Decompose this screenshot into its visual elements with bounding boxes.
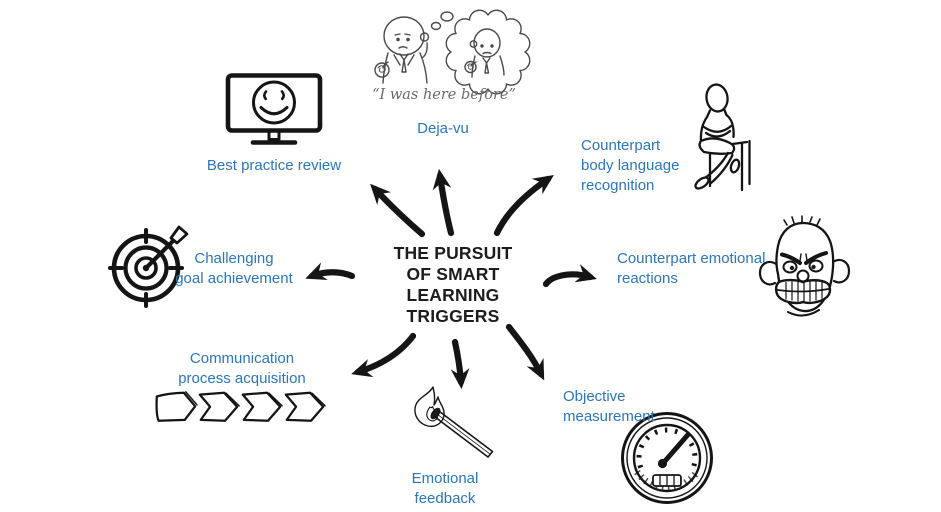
deja-vu-caption: “I was here before” bbox=[372, 87, 516, 103]
deja-vu-people-icon bbox=[374, 9, 531, 95]
arrow-to-emotional-reactions bbox=[542, 264, 597, 288]
arrow-to-deja-vu bbox=[432, 168, 455, 237]
label-objective-measurement: Objective measurement bbox=[563, 388, 655, 425]
smiley-monitor-icon bbox=[225, 73, 323, 145]
label-communication-process: Communication process acquisition bbox=[178, 350, 306, 387]
arrow-to-emotional-feedback bbox=[450, 338, 470, 390]
arrow-to-objective-measurement bbox=[505, 323, 545, 381]
burning-match-icon bbox=[414, 386, 494, 458]
target-dart-icon bbox=[108, 225, 189, 308]
sitting-person-icon bbox=[694, 83, 751, 192]
label-emotional-feedback: Emotional feedback bbox=[411, 470, 479, 507]
angry-face-icon bbox=[758, 215, 851, 317]
arrow-to-body-language bbox=[493, 174, 554, 237]
label-counterpart-body-language: Counterpart body language recognition bbox=[581, 137, 680, 194]
label-best-practice-review: Best practice review bbox=[206, 157, 342, 174]
gauge-icon bbox=[621, 412, 713, 504]
label-counterpart-emotional-reactions: Counterpart emotional reactions bbox=[617, 250, 766, 287]
arrow-to-communication-process bbox=[351, 332, 417, 378]
page-title: THE PURSUIT OF SMART LEARNING TRIGGERS bbox=[393, 243, 513, 326]
chevron-steps-icon bbox=[155, 391, 326, 422]
arrow-to-best-practice-review bbox=[370, 183, 426, 238]
arrow-to-challenging-goal bbox=[305, 262, 356, 281]
label-challenging-goal: Challenging goal achievement bbox=[175, 250, 293, 287]
label-deja-vu: Deja-vu bbox=[417, 120, 469, 137]
